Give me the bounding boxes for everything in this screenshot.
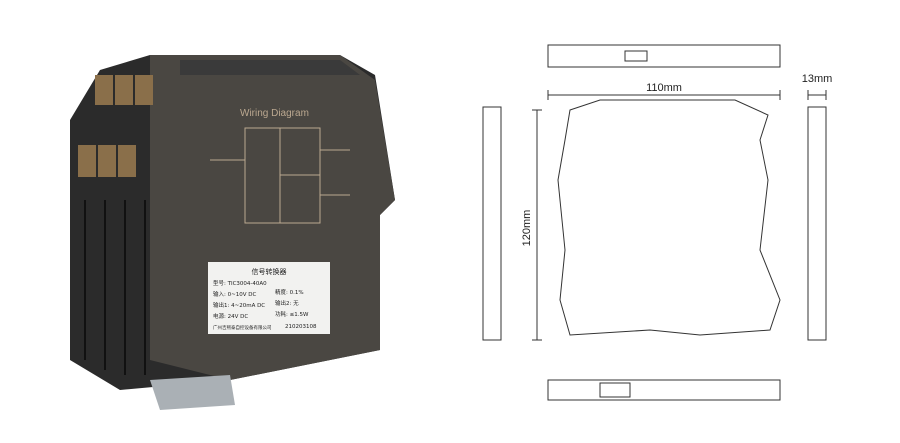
depth-dimension: 13mm <box>802 73 833 85</box>
label-title: 信号转换器 <box>252 267 287 276</box>
label-output2: 输出2: 无 <box>275 299 299 307</box>
height-dimension: 120mm <box>521 210 533 247</box>
label-model: 型号: TIC3004-40A0 <box>213 279 267 287</box>
wiring-diagram-title: Wiring Diagram <box>240 108 309 119</box>
label-serial: 210203108 <box>285 324 317 330</box>
label-consumption: 功耗: ≤1.5W <box>275 310 309 318</box>
width-dimension: 110mm <box>646 82 682 94</box>
label-power: 电源: 24V DC <box>213 312 248 320</box>
label-accuracy: 精度: 0.1% <box>275 288 304 296</box>
dimension-drawing <box>482 44 827 401</box>
label-company: 广州吉熙泰自控设备有限公司 <box>213 324 272 331</box>
label-output1: 输出1: 4~20mA DC <box>213 301 265 309</box>
label-input: 输入: 0~10V DC <box>213 290 256 298</box>
signal-converter-photo: Wiring Diagram 信号转换器 型号: TIC3004-40A0 输入… <box>70 55 395 410</box>
